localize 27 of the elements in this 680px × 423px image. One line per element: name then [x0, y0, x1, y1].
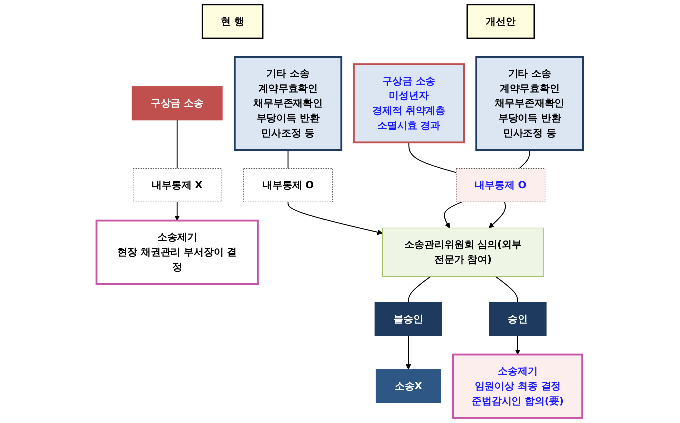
node-box: 소송제기 임원이상 최종 결정 준법감시인 합의(要)	[452, 354, 584, 419]
node-box: 기타 소송 계약무효확인 채무부존재확인 부당이득 반환 민사조정 등	[234, 56, 343, 152]
node-box: 불승인	[374, 302, 442, 336]
node-box: 구상금 소송	[132, 86, 223, 121]
node-box: 내부통제 O	[456, 168, 546, 202]
node-box: 구상금 소송 미성년자 경제적 취약계층 소멸시효 경과	[353, 64, 466, 144]
node-box: 소송제기 현장 채권관리 부서장이 결정	[96, 220, 259, 285]
node-box: 소송X	[376, 369, 442, 404]
arrow	[406, 336, 412, 370]
arrow	[488, 202, 506, 228]
node-box: 승인	[489, 302, 547, 336]
node-box: 현 행	[202, 4, 264, 40]
arrow	[288, 202, 383, 236]
connector	[519, 150, 530, 170]
node-box: 기타 소송 계약무효확인 채무부존재확인 부당이득 반환 민사조정 등	[476, 56, 584, 152]
arrow	[444, 202, 463, 228]
arrow	[174, 202, 180, 222]
node-box: 개선안	[466, 4, 535, 40]
node-box: 내부통제 X	[133, 168, 222, 202]
arrow	[515, 336, 521, 356]
node-box: 내부통제 O	[244, 168, 333, 202]
node-box: 소송관리위원회 심의(외부전문가 참여)	[382, 228, 544, 277]
connector	[408, 142, 457, 174]
connector	[408, 276, 432, 304]
connector	[176, 120, 178, 170]
connector	[495, 276, 518, 304]
connector	[288, 150, 289, 170]
